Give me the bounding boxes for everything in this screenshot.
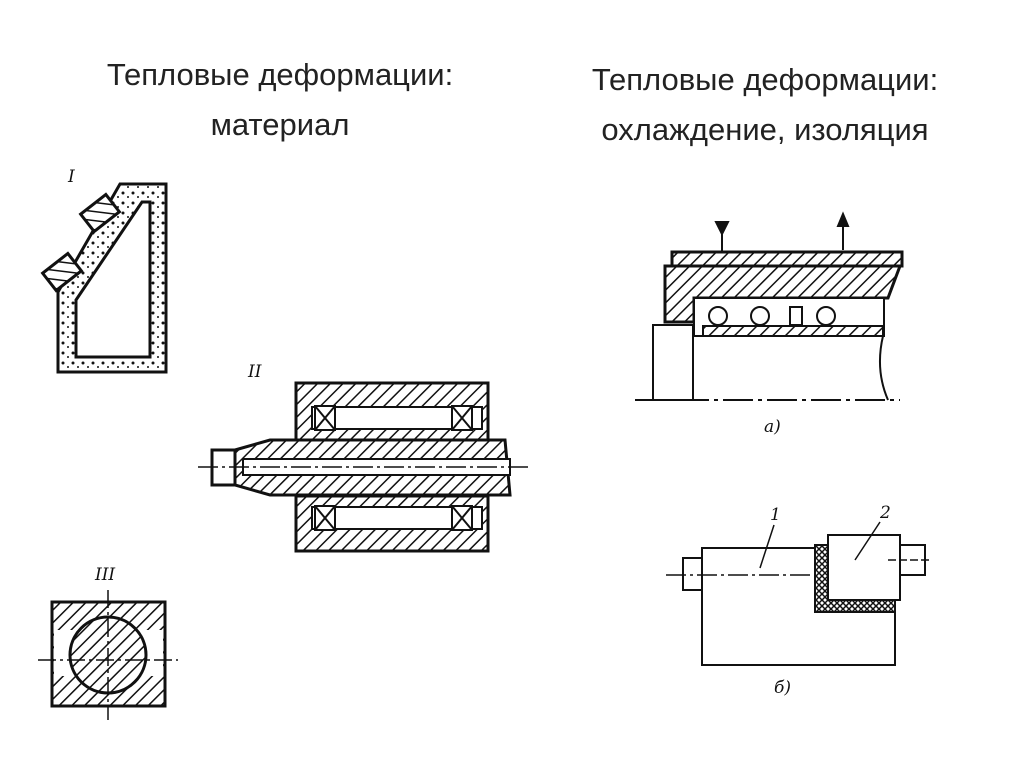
figure-a-label: а): [764, 417, 781, 437]
figure-b-label: б): [774, 678, 791, 698]
part-2-label: 2: [879, 503, 891, 523]
left-title-line2: материал: [210, 107, 350, 142]
figure-b-insulated-unit: 1 2 б): [666, 503, 930, 698]
left-title-line1: Тепловые деформации:: [106, 57, 454, 92]
figure-1-concrete-frame: I: [40, 167, 168, 374]
figure-3-label: III: [94, 565, 115, 585]
figure-a-cooled-spindle: а): [635, 211, 904, 437]
right-title: Тепловые деформации: охлаждение, изоляци…: [520, 55, 1010, 155]
part-1-label: 1: [770, 505, 781, 525]
figure-1-label: I: [67, 167, 75, 187]
left-title: Тепловые деформации: материал: [40, 50, 520, 150]
figure-2-spindle-assembly: II: [198, 362, 528, 553]
figure-2-label: II: [247, 362, 262, 382]
right-title-line1: Тепловые деформации:: [591, 62, 939, 97]
right-title-line2: охлаждение, изоляция: [601, 112, 929, 147]
figure-3-square-section: III: [38, 565, 178, 720]
